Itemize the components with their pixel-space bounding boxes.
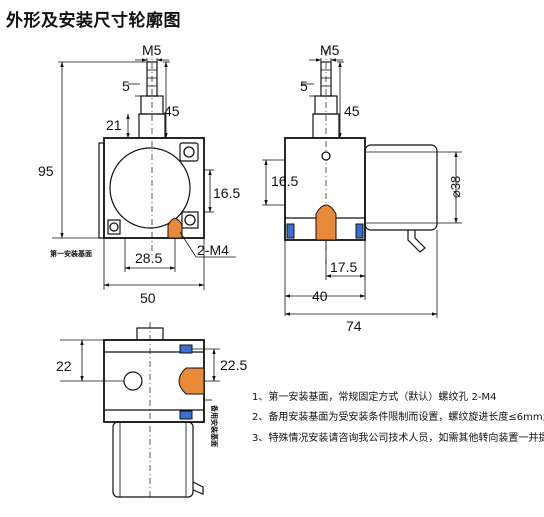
front-dim-2m4: 2-M4 bbox=[197, 242, 229, 258]
bottom-slot-bottom bbox=[179, 410, 193, 420]
side-dim-40: 40 bbox=[312, 288, 328, 304]
note-1: 1、第一安装基面，常规固定方式（默认）螺纹孔 2-M4 bbox=[252, 390, 497, 403]
bottom-encoder-body bbox=[112, 421, 194, 498]
notes: 1、第一安装基面，常规固定方式（默认）螺纹孔 2-M4 2、备用安装基面为受安装… bbox=[252, 390, 544, 444]
bottom-backup-label: 备用安装基面 bbox=[210, 404, 219, 447]
page-title: 外形及安装尺寸轮廓图 bbox=[6, 11, 181, 31]
bottom-m4-hole bbox=[178, 367, 205, 395]
bottom-view: 22 22.5 备用安装基面 bbox=[56, 322, 247, 500]
side-view: M5 5 45 16.5 ⌀38 17.5 40 74 bbox=[262, 42, 463, 334]
bottom-slot-top bbox=[179, 344, 193, 354]
front-dim-16-5: 16.5 bbox=[213, 185, 240, 201]
front-view: M5 5 45 21 95 16.5 28.5 2-M4 50 bbox=[38, 42, 240, 306]
front-dim-28-5: 28.5 bbox=[135, 250, 162, 266]
bottom-dim-22-5: 22.5 bbox=[220, 357, 247, 373]
front-dim-m5: M5 bbox=[142, 42, 162, 58]
front-bolt-top-right bbox=[183, 146, 195, 158]
front-bolt-bottom-right bbox=[184, 214, 196, 226]
side-dim-diam38: ⌀38 bbox=[448, 176, 463, 198]
bottom-cable bbox=[192, 481, 204, 495]
side-dim-m5: M5 bbox=[320, 42, 340, 58]
side-dim-74: 74 bbox=[346, 318, 362, 334]
side-dim-17-5: 17.5 bbox=[330, 259, 357, 275]
front-dim-5: 5 bbox=[122, 78, 130, 94]
note-3: 3、特殊情况安装请咨询我公司技术人员，如需其他转向装置一并提出。 bbox=[252, 431, 544, 444]
front-m4-hole bbox=[167, 218, 183, 239]
front-bolt-bottom-left bbox=[109, 222, 119, 232]
side-bolt-top bbox=[321, 151, 331, 161]
bottom-center-hole bbox=[123, 371, 143, 391]
front-base-label: 第一安装基面 bbox=[50, 249, 92, 258]
side-cable bbox=[407, 230, 426, 253]
side-slot-right bbox=[355, 223, 364, 239]
front-dim-50: 50 bbox=[140, 290, 156, 306]
note-2: 2、备用安装基面为受安装条件限制而设置，螺纹旋进长度≤6mm; bbox=[252, 410, 544, 423]
front-dim-45: 45 bbox=[164, 103, 180, 119]
front-dim-21: 21 bbox=[106, 117, 122, 133]
front-drum-circle bbox=[109, 147, 191, 229]
side-slot-left bbox=[286, 223, 295, 239]
side-dim-5: 5 bbox=[300, 78, 308, 94]
front-dim-95: 95 bbox=[38, 163, 54, 179]
side-encoder-body bbox=[364, 144, 438, 231]
side-dim-45: 45 bbox=[344, 103, 360, 119]
side-m4-hole bbox=[315, 204, 337, 241]
bottom-dim-22: 22 bbox=[56, 358, 72, 374]
side-dim-16-5: 16.5 bbox=[271, 173, 298, 189]
